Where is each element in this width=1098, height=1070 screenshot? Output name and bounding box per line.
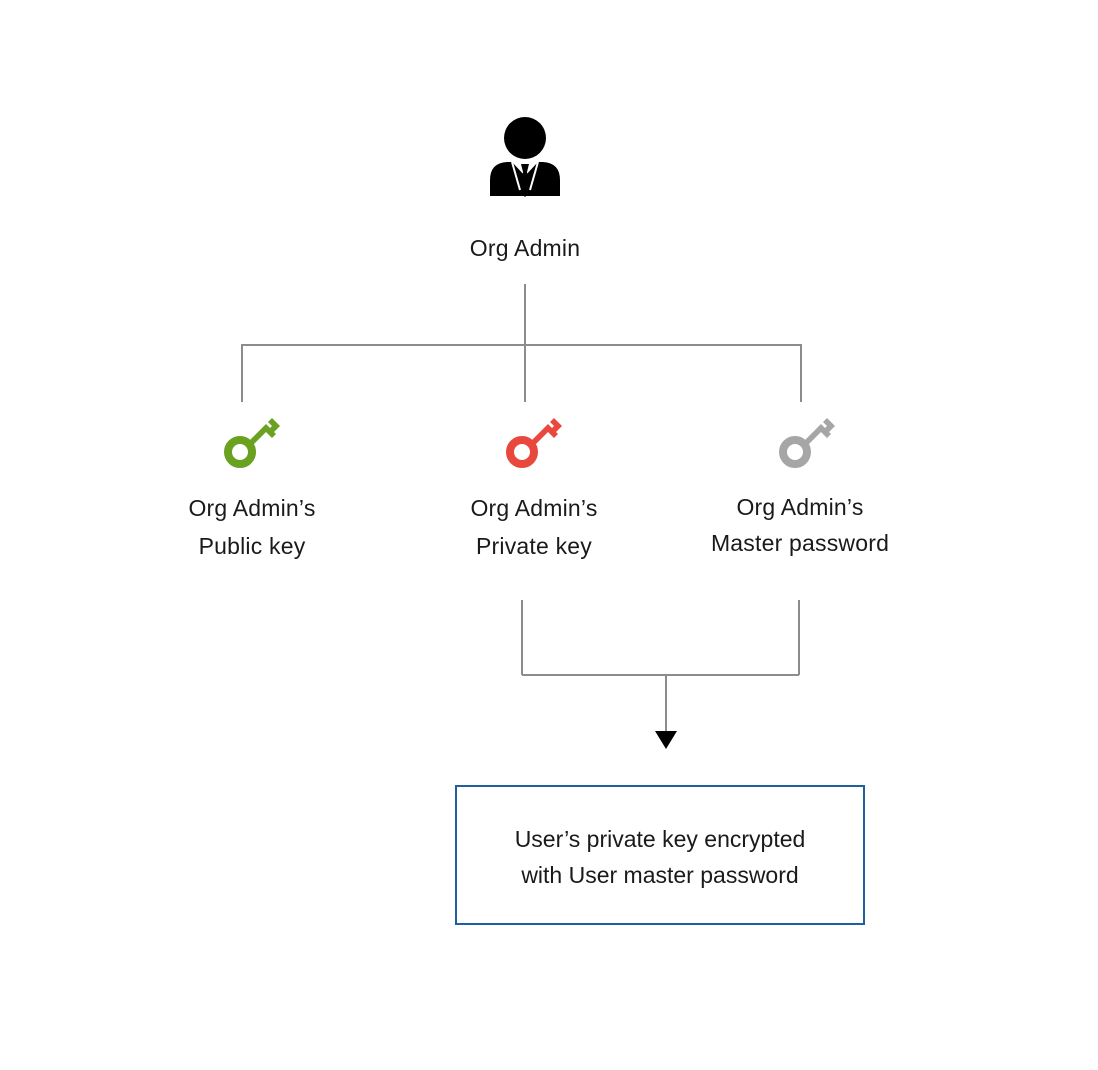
result-text-line2: with User master password xyxy=(521,862,799,888)
master-password-label-line1: Org Admin’s xyxy=(736,494,864,520)
org-admin-label-text: Org Admin xyxy=(469,235,581,261)
merge-connector xyxy=(521,600,800,734)
private-key-icon xyxy=(506,418,562,468)
result-text: User’s private key encrypted with User m… xyxy=(457,821,863,893)
master-password-label: Org Admin’s Master password xyxy=(660,489,940,561)
private-key-label-line1: Org Admin’s xyxy=(470,495,598,521)
public-key-icon xyxy=(224,418,280,468)
public-key-label-line1: Org Admin’s xyxy=(188,495,316,521)
public-key-label: Org Admin’s Public key xyxy=(112,489,392,565)
master-password-label-line2: Master password xyxy=(710,530,890,556)
tree-connector xyxy=(241,284,802,402)
user-businessman-icon xyxy=(490,117,560,197)
org-admin-label: Org Admin xyxy=(400,229,650,267)
result-text-line1: User’s private key encrypted xyxy=(514,826,806,852)
master-password-key-icon xyxy=(779,418,835,468)
private-key-label-line2: Private key xyxy=(476,533,592,559)
result-box: User’s private key encrypted with User m… xyxy=(455,785,865,925)
public-key-label-line2: Public key xyxy=(198,533,306,559)
private-key-label: Org Admin’s Private key xyxy=(394,489,674,565)
down-arrow-icon xyxy=(655,731,677,749)
